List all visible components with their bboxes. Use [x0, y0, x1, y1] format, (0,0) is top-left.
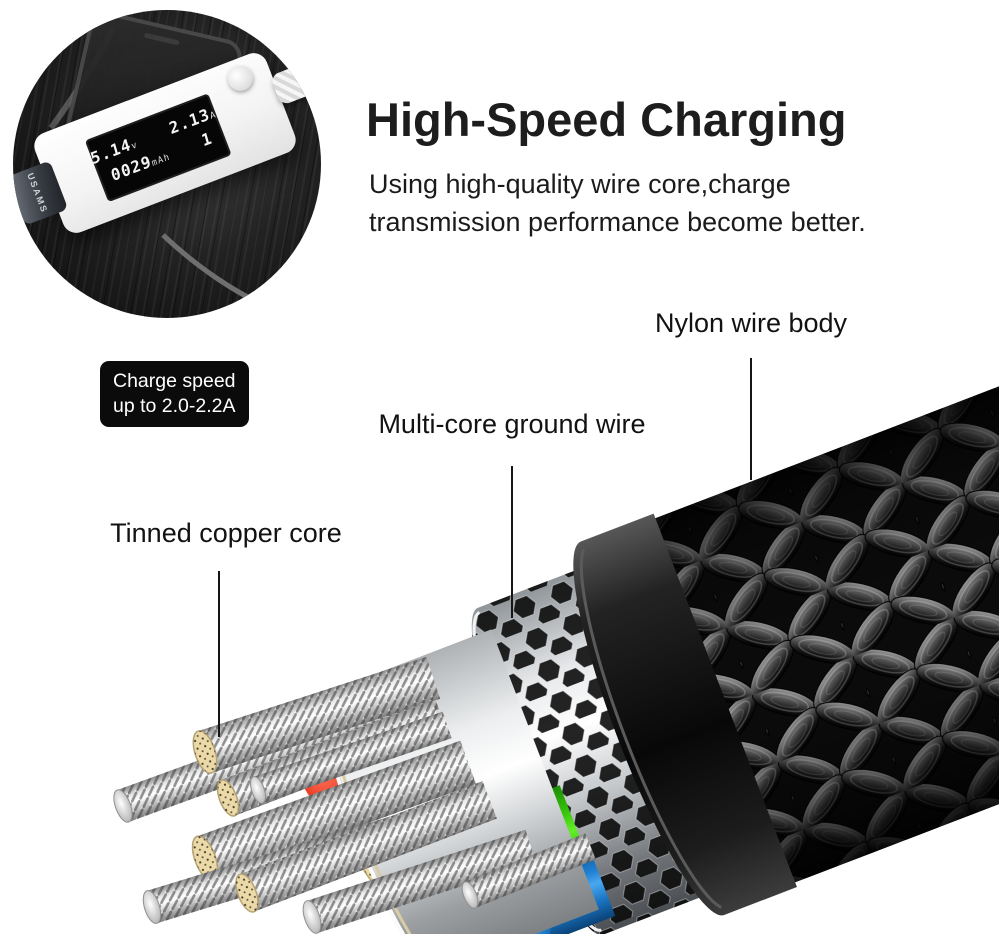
- callout-nylon-wire-body: Nylon wire body: [654, 308, 848, 338]
- phone-speaker: [143, 32, 180, 46]
- callout-tinned-copper-core: Tinned copper core: [110, 518, 342, 548]
- usams-brand-label: USAMS: [25, 171, 50, 215]
- collar-ring: [573, 513, 797, 916]
- copper-strands: [113, 656, 596, 934]
- callout-multi-core-ground-wire: Multi-core ground wire: [378, 409, 646, 439]
- subtitle-line-2: transmission performance become better.: [369, 207, 866, 237]
- usb-connector: USAMS: [13, 160, 69, 226]
- badge-line-2: up to 2.0-2.2A: [113, 395, 236, 417]
- subtitle-line-1: Using high-quality wire core,charge: [369, 169, 791, 199]
- charge-speed-badge: Charge speed up to 2.0-2.2A: [100, 361, 249, 427]
- badge-line-1: Charge speed: [113, 370, 236, 392]
- meter-mode: 1: [199, 128, 215, 151]
- page-title: High-Speed Charging: [366, 93, 847, 146]
- meter-volts-unit: v: [130, 139, 140, 152]
- meter-capacity-unit: mAh: [150, 152, 172, 169]
- meter-amps-unit: A: [209, 109, 219, 122]
- page-subtitle: Using high-quality wire core,charge tran…: [369, 165, 866, 241]
- tester-button: [224, 62, 257, 95]
- tester-photo-circle: USAMS 5.14v 2.13A 0029mAh 1: [13, 10, 321, 318]
